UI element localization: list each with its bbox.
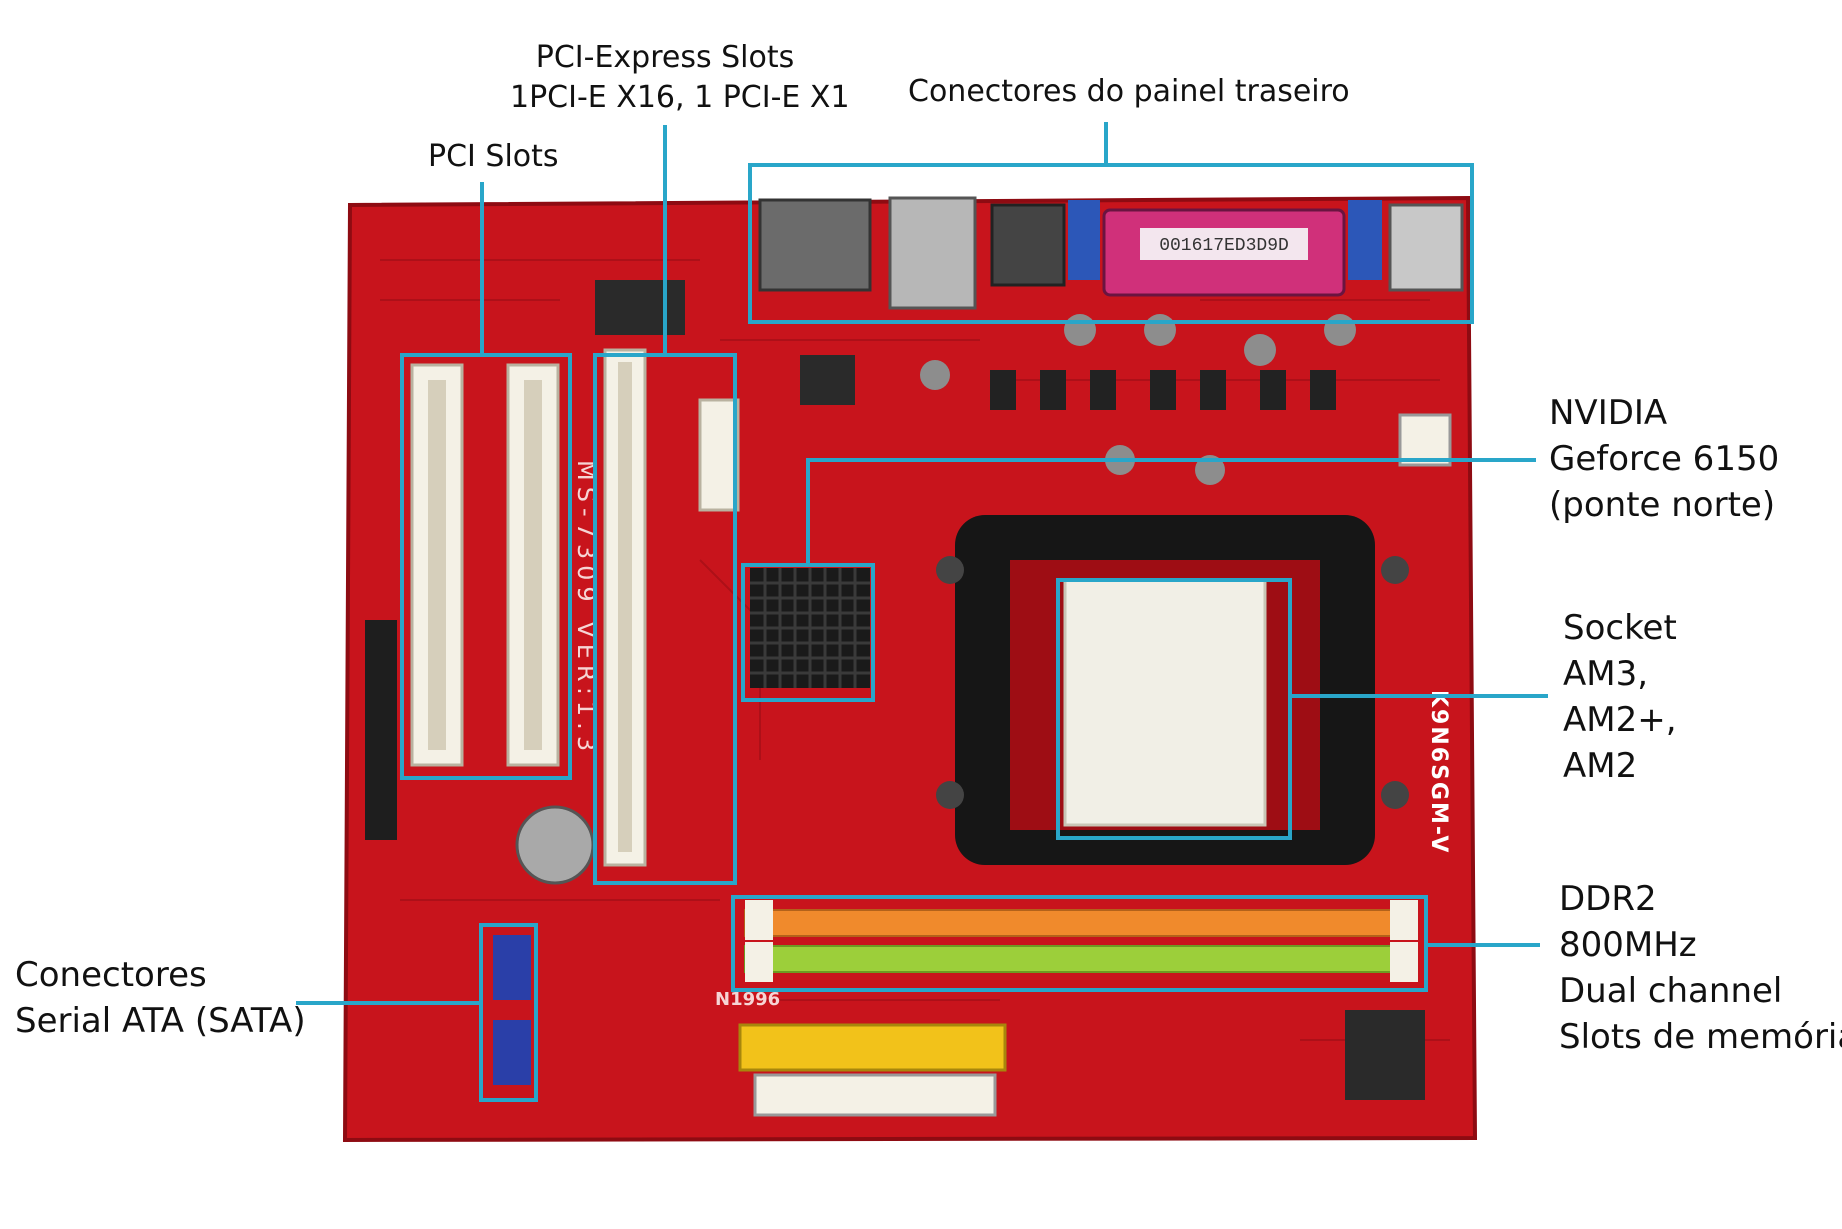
label-northbridge: NVIDIA Geforce 6150 (ponte norte): [1549, 390, 1779, 528]
chip: [1345, 1010, 1425, 1100]
label-socket-line2: AM3,: [1563, 654, 1649, 694]
cmos-battery: [515, 805, 595, 885]
label-memory-line3: Dual channel: [1559, 971, 1783, 1011]
label-sata-line1: Conectores: [15, 955, 207, 995]
chip-label-marking: N1996: [715, 989, 780, 1010]
label-sata: Conectores Serial ATA (SATA): [15, 952, 306, 1044]
label-pcie-slots-line2: 1PCI-E X16, 1 PCI-E X1: [510, 80, 850, 115]
label-memory-line1: DDR2: [1559, 879, 1657, 919]
callout-box-sata: [479, 923, 538, 1102]
label-pcie-slots: PCI-Express Slots 1PCI-E X16, 1 PCI-E X1: [510, 38, 850, 118]
label-rear-panel: Conectores do painel traseiro: [908, 74, 1350, 109]
label-northbridge-line2: Geforce 6150: [1549, 439, 1780, 479]
ide-connector: [365, 620, 397, 840]
northbridge-heatsink: [750, 568, 870, 688]
label-socket: Socket AM3, AM2+, AM2: [1563, 605, 1677, 789]
cpu-socket: K9N6SGM-V: [936, 515, 1451, 865]
label-socket-line1: Socket: [1563, 608, 1677, 648]
io-chip: [800, 355, 855, 405]
label-socket-line4: AM2: [1563, 746, 1638, 786]
label-socket-line3: AM2+,: [1563, 700, 1677, 740]
callout-box-rear-panel: [748, 163, 1474, 324]
label-northbridge-line3: (ponte norte): [1549, 485, 1776, 525]
leader-northbridge: [806, 458, 1536, 565]
label-northbridge-line1: NVIDIA: [1549, 393, 1668, 433]
label-memory-line4: Slots de memória: [1559, 1017, 1842, 1057]
sata-connectors: [493, 935, 531, 1085]
callout-box-pci: [400, 353, 572, 780]
parallel-port-serial: 001617ED3D9D: [1159, 236, 1289, 256]
bios-chip: [595, 280, 685, 335]
callouts: [296, 122, 1548, 1102]
pci-slots: [410, 363, 560, 767]
label-sata-line2: Serial ATA (SATA): [15, 1001, 306, 1041]
label-memory-line2: 800MHz: [1559, 925, 1697, 965]
memory-slots: [744, 900, 1418, 982]
label-memory: DDR2 800MHz Dual channel Slots de memóri…: [1559, 876, 1842, 1060]
board-name-marking: K9N6SGM-V: [1426, 690, 1451, 854]
atx-24pin-connector: [738, 1023, 1007, 1117]
label-pcie-slots-line1: PCI-Express Slots: [535, 40, 795, 75]
atx-4pin-connector: [1398, 413, 1452, 467]
callout-box-socket: [1056, 578, 1292, 840]
motherboard: 001617ED3D9D MS-7309 VER:1.3: [342, 195, 1478, 1143]
rear-io: 001617ED3D9D: [758, 196, 1464, 310]
label-pci-slots: PCI Slots: [428, 139, 559, 174]
